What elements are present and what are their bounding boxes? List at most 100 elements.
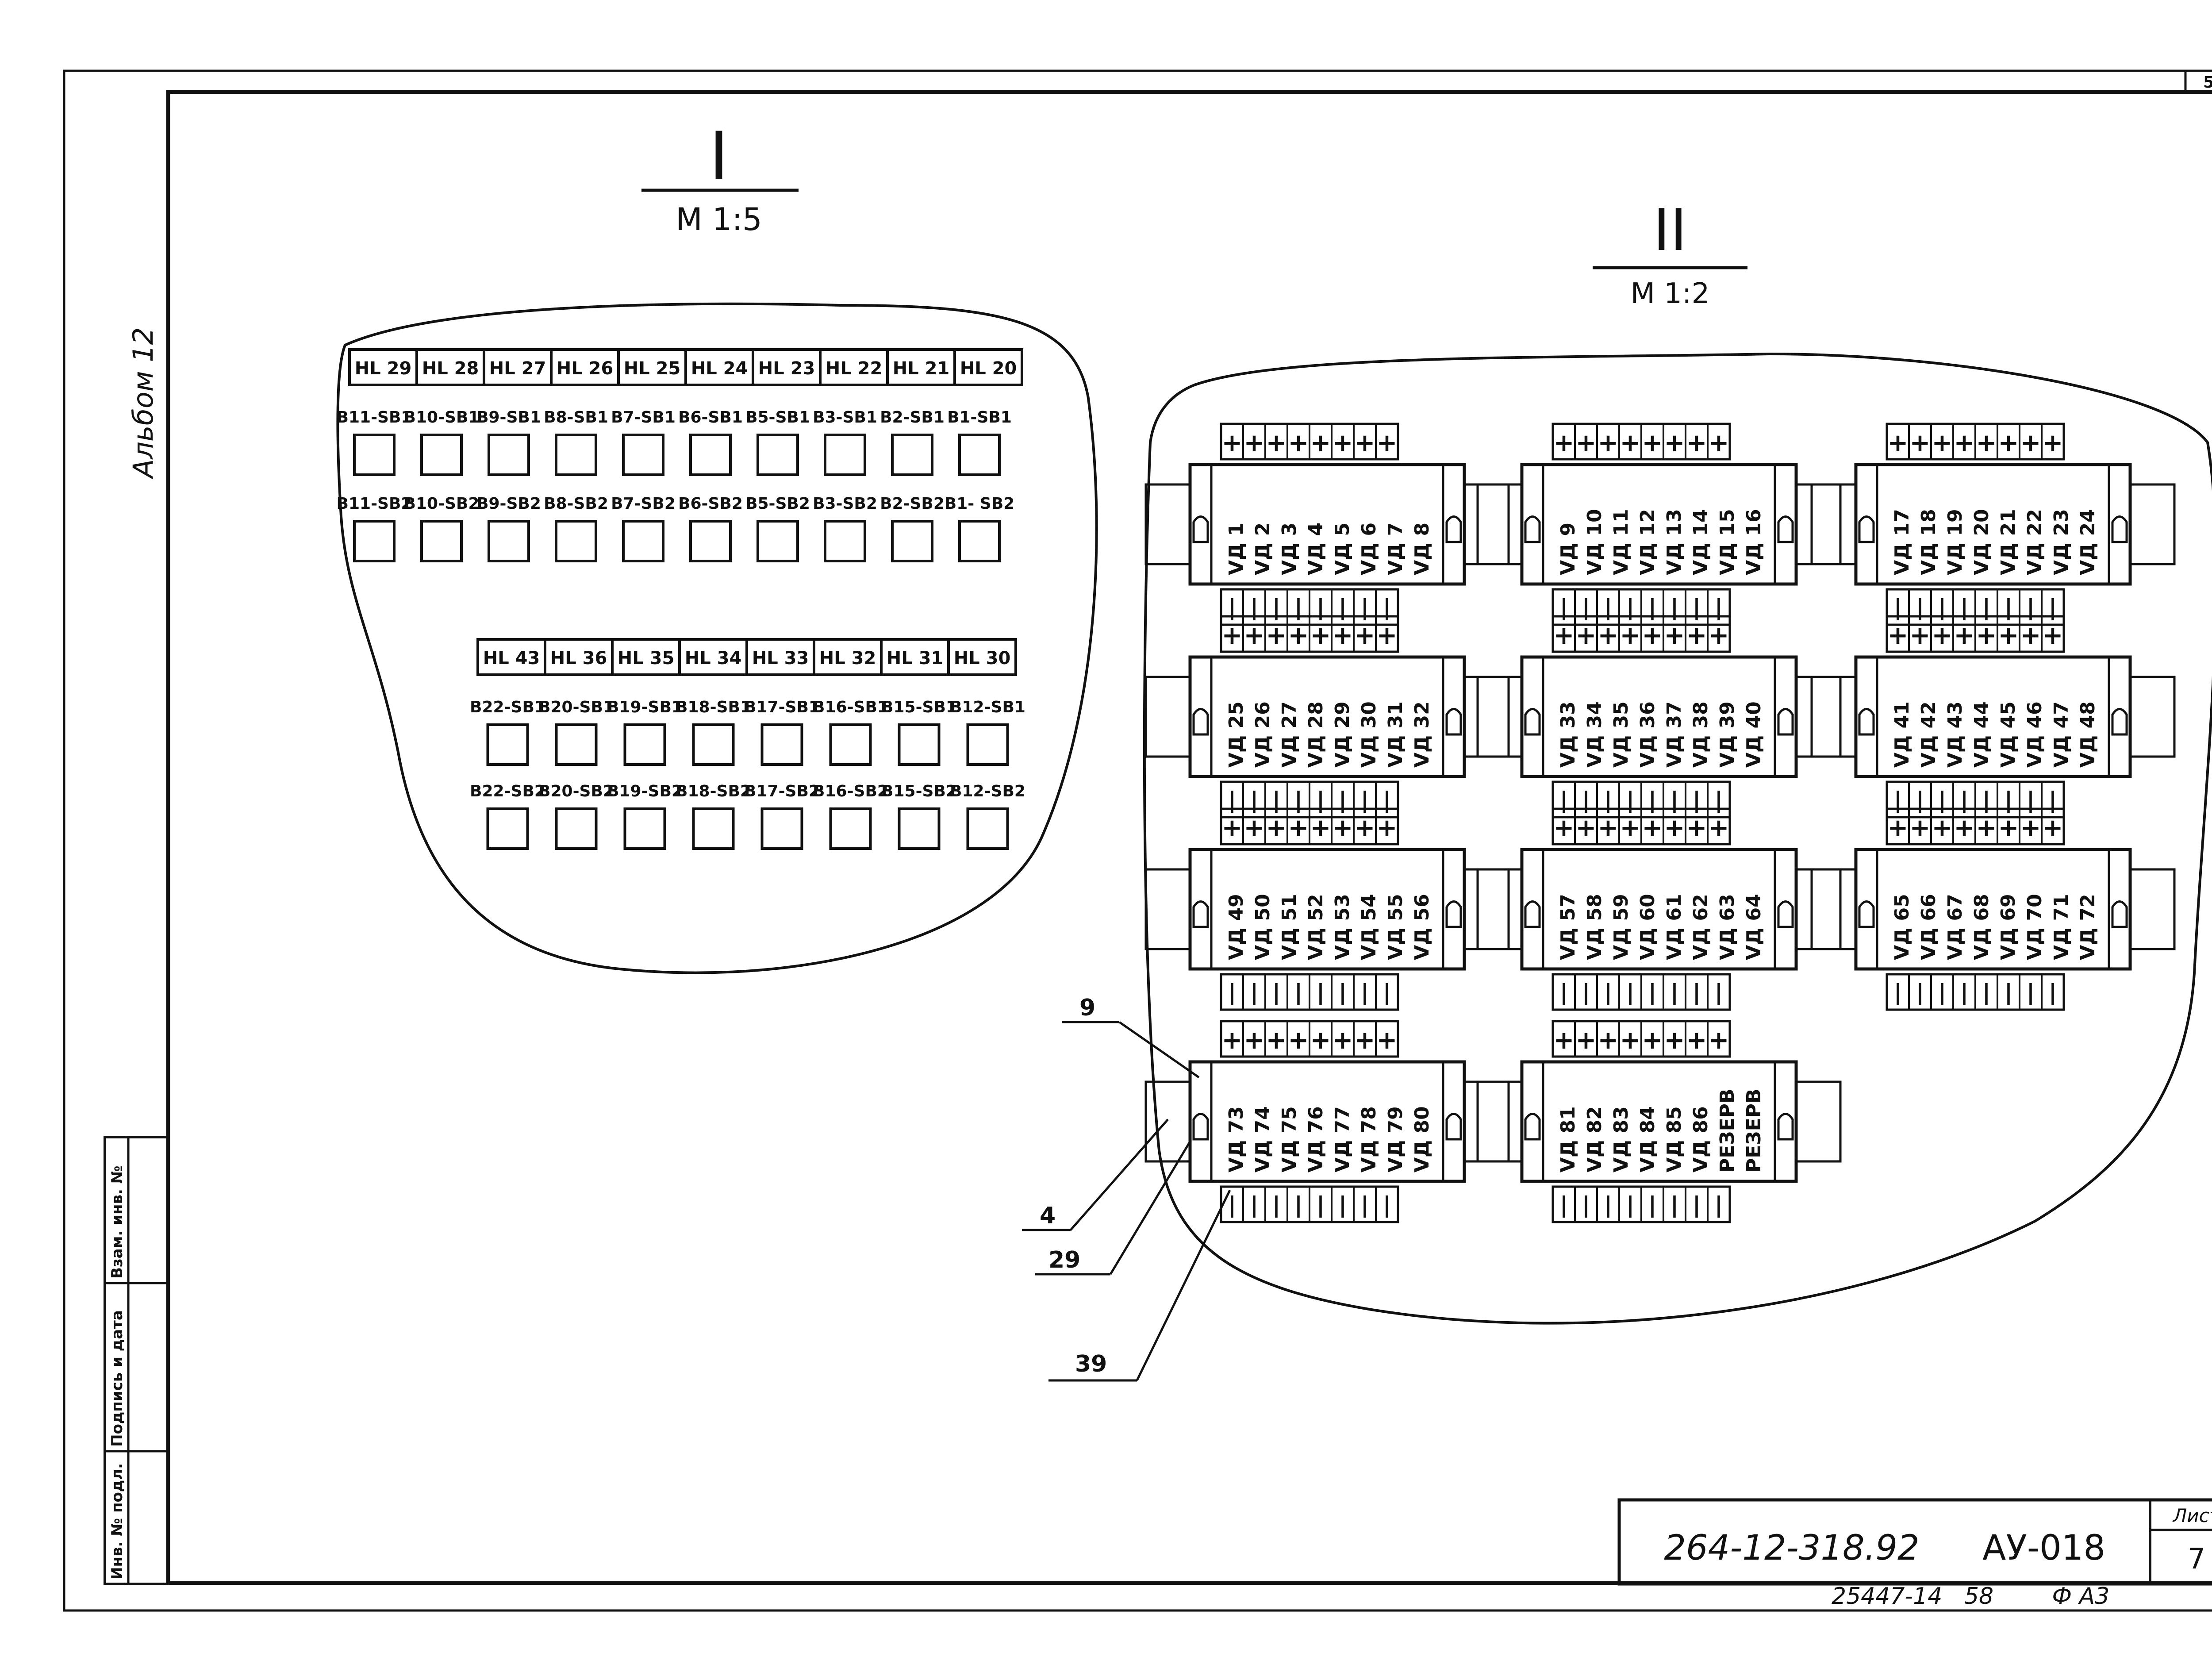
diode-label: VД 6 [1358, 523, 1380, 575]
latch-icon [1192, 900, 1209, 928]
minus-mark: | [1560, 980, 1568, 1005]
button-sb2-square [824, 520, 866, 562]
corner-number-box [2184, 69, 2212, 93]
button-sb1-label: B7-SB1 [611, 408, 676, 427]
button-sb1-square [692, 723, 735, 766]
minus-mark: | [1982, 595, 1990, 620]
plus-mark: + [1222, 429, 1243, 457]
minus-mark: | [1604, 787, 1612, 813]
button-sb1-square [555, 723, 598, 766]
album-label: Альбом 12 [127, 327, 159, 480]
block-body [1188, 655, 1466, 778]
button-sb1-label: B19-SB1 [607, 698, 683, 716]
diode-label: VД 66 [1917, 894, 1940, 960]
minus-mark: | [1715, 980, 1723, 1005]
minus-mark: | [1228, 787, 1236, 813]
minus-mark: | [1317, 1192, 1325, 1218]
minus-mark: | [1960, 980, 1968, 1005]
plus-mark: + [1576, 429, 1597, 457]
rail-right [2129, 483, 2176, 565]
plus-mark: + [1244, 621, 1265, 650]
plus-mark: + [1998, 814, 2019, 842]
diode-label: VД 26 [1252, 701, 1274, 768]
plus-mark: + [1642, 429, 1663, 457]
button-sb2-square [898, 807, 941, 850]
minus-mark: | [1272, 787, 1280, 813]
plus-mark: + [2043, 429, 2063, 457]
rail-right [1463, 1080, 1510, 1163]
plus-mark: + [1377, 1026, 1398, 1055]
diode-label: VД 25 [1225, 701, 1248, 768]
minus-mark: | [1582, 980, 1590, 1005]
diode-label: VД 85 [1663, 1106, 1686, 1172]
button-sb2-square [891, 520, 933, 562]
diode-label: VД 51 [1278, 894, 1301, 960]
minus-mark: | [1339, 595, 1347, 620]
minus-mark: | [1626, 1192, 1634, 1218]
plus-mark: + [1998, 429, 2019, 457]
rail-left [1144, 676, 1191, 758]
button-sb1-label: B2-SB1 [880, 408, 945, 427]
minus-mark: | [2005, 980, 2012, 1005]
plus-mark: + [1310, 429, 1331, 457]
minus-mark: | [1604, 595, 1612, 620]
diode-label: VД 65 [1891, 894, 1913, 960]
plus-mark: + [1222, 814, 1243, 842]
plus-mark: + [1620, 1026, 1641, 1055]
latch-icon [1524, 515, 1541, 543]
diode-label: VД 30 [1358, 701, 1380, 768]
minus-mark: | [1604, 1192, 1612, 1218]
button-sb1-square [488, 434, 530, 476]
latch-icon [1192, 1113, 1209, 1141]
diode-label: VД 49 [1225, 894, 1248, 960]
minus-mark: | [1317, 595, 1325, 620]
diode-label: VД 38 [1690, 701, 1712, 768]
latch-icon [1445, 1113, 1462, 1141]
latch-icon [1777, 900, 1794, 928]
plus-mark: + [1355, 621, 1375, 650]
button-sb1-label: B1-SB1 [947, 408, 1012, 427]
diode-label: VД 50 [1252, 894, 1274, 960]
lamp-label: HL 36 [550, 648, 607, 669]
minus-mark: | [1693, 595, 1701, 620]
diode-label: VД 10 [1583, 509, 1606, 575]
minus-mark: | [1294, 787, 1302, 813]
button-sb1-square [623, 723, 666, 766]
minus-mark: | [1916, 595, 1924, 620]
doc-code: АУ-018 [1982, 1528, 2105, 1568]
diode-label: VД 69 [1997, 894, 2020, 960]
button-sb1-label: B17-SB1 [744, 698, 820, 716]
block-body [1520, 848, 1798, 971]
latch-icon [1445, 900, 1462, 928]
minus-mark: | [1383, 1192, 1391, 1218]
plus-mark: + [1333, 814, 1353, 842]
plus-mark: + [1266, 429, 1287, 457]
button-sb1-square [420, 434, 463, 476]
minus-mark: | [2049, 980, 2057, 1005]
diode-label: VД 61 [1663, 894, 1686, 960]
plus-mark: + [1709, 1026, 1729, 1055]
rail-right [1795, 1080, 1842, 1163]
diode-label: VД 60 [1636, 894, 1659, 960]
minus-mark: | [1582, 595, 1590, 620]
stamp-inv-podl: Инв. № подл. [108, 1463, 126, 1580]
diode-label: VД 44 [1970, 701, 1993, 768]
diode-label: VД 35 [1610, 701, 1632, 768]
diode-label: VД 81 [1557, 1106, 1579, 1172]
minus-mark: | [1272, 980, 1280, 1005]
lamp-label: HL 21 [893, 358, 950, 379]
diode-label: VД 63 [1716, 894, 1739, 960]
rail-left [1476, 676, 1523, 758]
footer-note: 25447-14 58 Ф А3 [1832, 1583, 2109, 1610]
minus-mark: | [1317, 980, 1325, 1005]
lamp-label: HL 25 [624, 358, 681, 379]
diode-label: VД 19 [1944, 509, 1966, 575]
minus-mark: | [1671, 595, 1678, 620]
plus-mark: + [1222, 621, 1243, 650]
button-sb1-square [958, 434, 1001, 476]
